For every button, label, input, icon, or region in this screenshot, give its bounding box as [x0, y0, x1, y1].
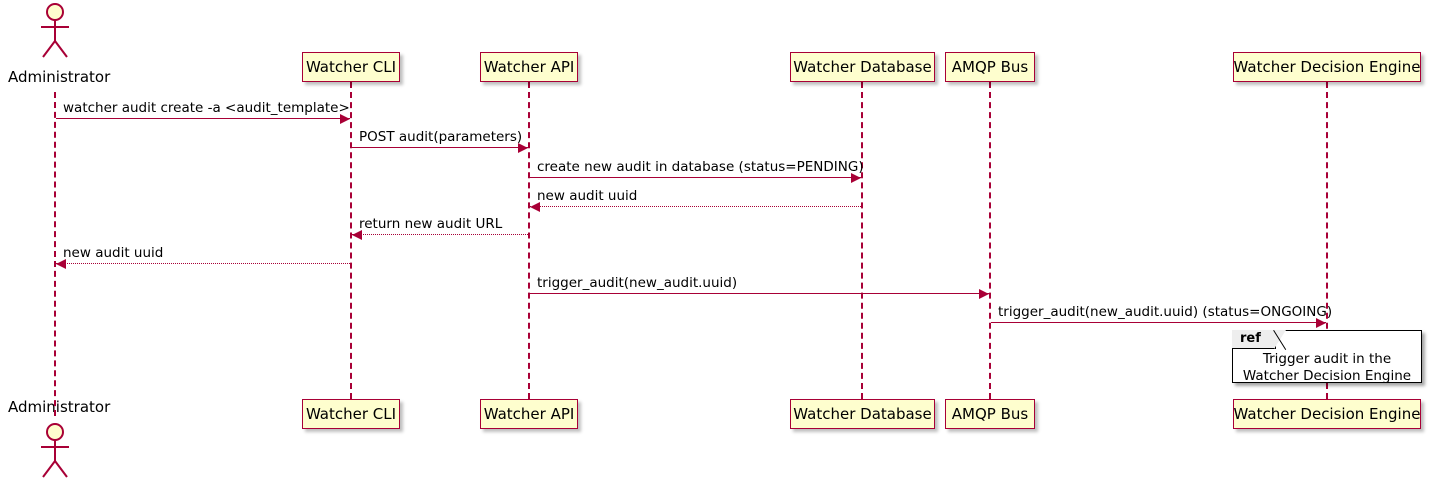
participant-label-watcher-decision-engine-footer: Watcher Decision Engine — [1233, 405, 1421, 423]
message-label-m6: new audit uuid — [63, 245, 164, 261]
message-arrowhead-m1 — [340, 114, 350, 124]
lifeline-watcher-cli — [350, 82, 352, 399]
participant-watcher-cli[interactable]: Watcher CLI — [302, 52, 400, 82]
message-line-m5 — [352, 234, 528, 235]
message-label-m5: return new audit URL — [359, 216, 503, 232]
message-label-m1: watcher audit create -a <audit_template> — [63, 100, 350, 116]
message-label-m3: create new audit in database (status=PEN… — [537, 159, 864, 175]
actor-label-administrator: Administrator — [8, 68, 111, 86]
lifeline-watcher-api — [528, 82, 530, 399]
participant-label-watcher-database-footer: Watcher Database — [793, 405, 932, 423]
participant-label-amqp-bus-footer: AMQP Bus — [951, 405, 1029, 423]
participant-label-watcher-api: Watcher API — [483, 58, 575, 76]
message-arrowhead-m2 — [518, 143, 528, 153]
participant-watcher-decision-engine[interactable]: Watcher Decision Engine — [1233, 52, 1421, 82]
message-arrowhead-m8 — [1316, 318, 1326, 328]
message-line-m4 — [530, 206, 861, 207]
lifeline-administrator — [54, 92, 56, 416]
participant-label-watcher-api-footer: Watcher API — [483, 405, 575, 423]
message-arrowhead-m4 — [530, 202, 540, 212]
actor-figure-administrator-footer — [41, 423, 69, 478]
message-arrowhead-m7 — [979, 289, 989, 299]
message-arrowhead-m6 — [56, 259, 66, 269]
message-arrowhead-m3 — [851, 173, 861, 183]
message-line-m8 — [991, 322, 1326, 323]
actor-label-administrator-footer: Administrator — [8, 398, 111, 416]
lifeline-watcher-decision-engine — [1326, 82, 1328, 399]
fragment-tag-ref-trigger-audit: ref — [1232, 330, 1276, 349]
message-line-m3 — [530, 177, 861, 178]
participant-watcher-decision-engine-footer[interactable]: Watcher Decision Engine — [1233, 399, 1421, 429]
participant-label-amqp-bus: AMQP Bus — [951, 58, 1029, 76]
message-line-m2 — [352, 147, 528, 148]
participant-amqp-bus-footer[interactable]: AMQP Bus — [945, 399, 1035, 429]
participant-label-watcher-cli-footer: Watcher CLI — [305, 405, 397, 423]
message-label-m7: trigger_audit(new_audit.uuid) — [537, 275, 738, 291]
participant-amqp-bus[interactable]: AMQP Bus — [945, 52, 1035, 82]
participant-watcher-database[interactable]: Watcher Database — [790, 52, 935, 82]
fragment-text-ref-trigger-audit-line1: Watcher Decision Engine — [1242, 368, 1412, 384]
actor-figure-administrator — [41, 3, 69, 58]
participant-watcher-api-footer[interactable]: Watcher API — [480, 399, 578, 429]
message-line-m7 — [530, 293, 989, 294]
participant-label-watcher-database: Watcher Database — [793, 58, 932, 76]
participant-watcher-database-footer[interactable]: Watcher Database — [790, 399, 935, 429]
message-label-m2: POST audit(parameters) — [359, 129, 523, 145]
fragment-text-ref-trigger-audit-line0: Trigger audit in the — [1262, 351, 1392, 367]
lifeline-watcher-database — [861, 82, 863, 399]
fragment-tag-corner-ref-trigger-audit — [1274, 330, 1286, 349]
participant-label-watcher-decision-engine: Watcher Decision Engine — [1233, 58, 1421, 76]
message-label-m4: new audit uuid — [537, 188, 638, 204]
participant-label-watcher-cli: Watcher CLI — [305, 58, 397, 76]
lifeline-amqp-bus — [989, 82, 991, 399]
participant-watcher-cli-footer[interactable]: Watcher CLI — [302, 399, 400, 429]
message-arrowhead-m5 — [352, 230, 362, 240]
message-label-m8: trigger_audit(new_audit.uuid) (status=ON… — [998, 304, 1333, 320]
message-line-m1 — [56, 118, 350, 119]
participant-watcher-api[interactable]: Watcher API — [480, 52, 578, 82]
message-line-m6 — [56, 263, 350, 264]
